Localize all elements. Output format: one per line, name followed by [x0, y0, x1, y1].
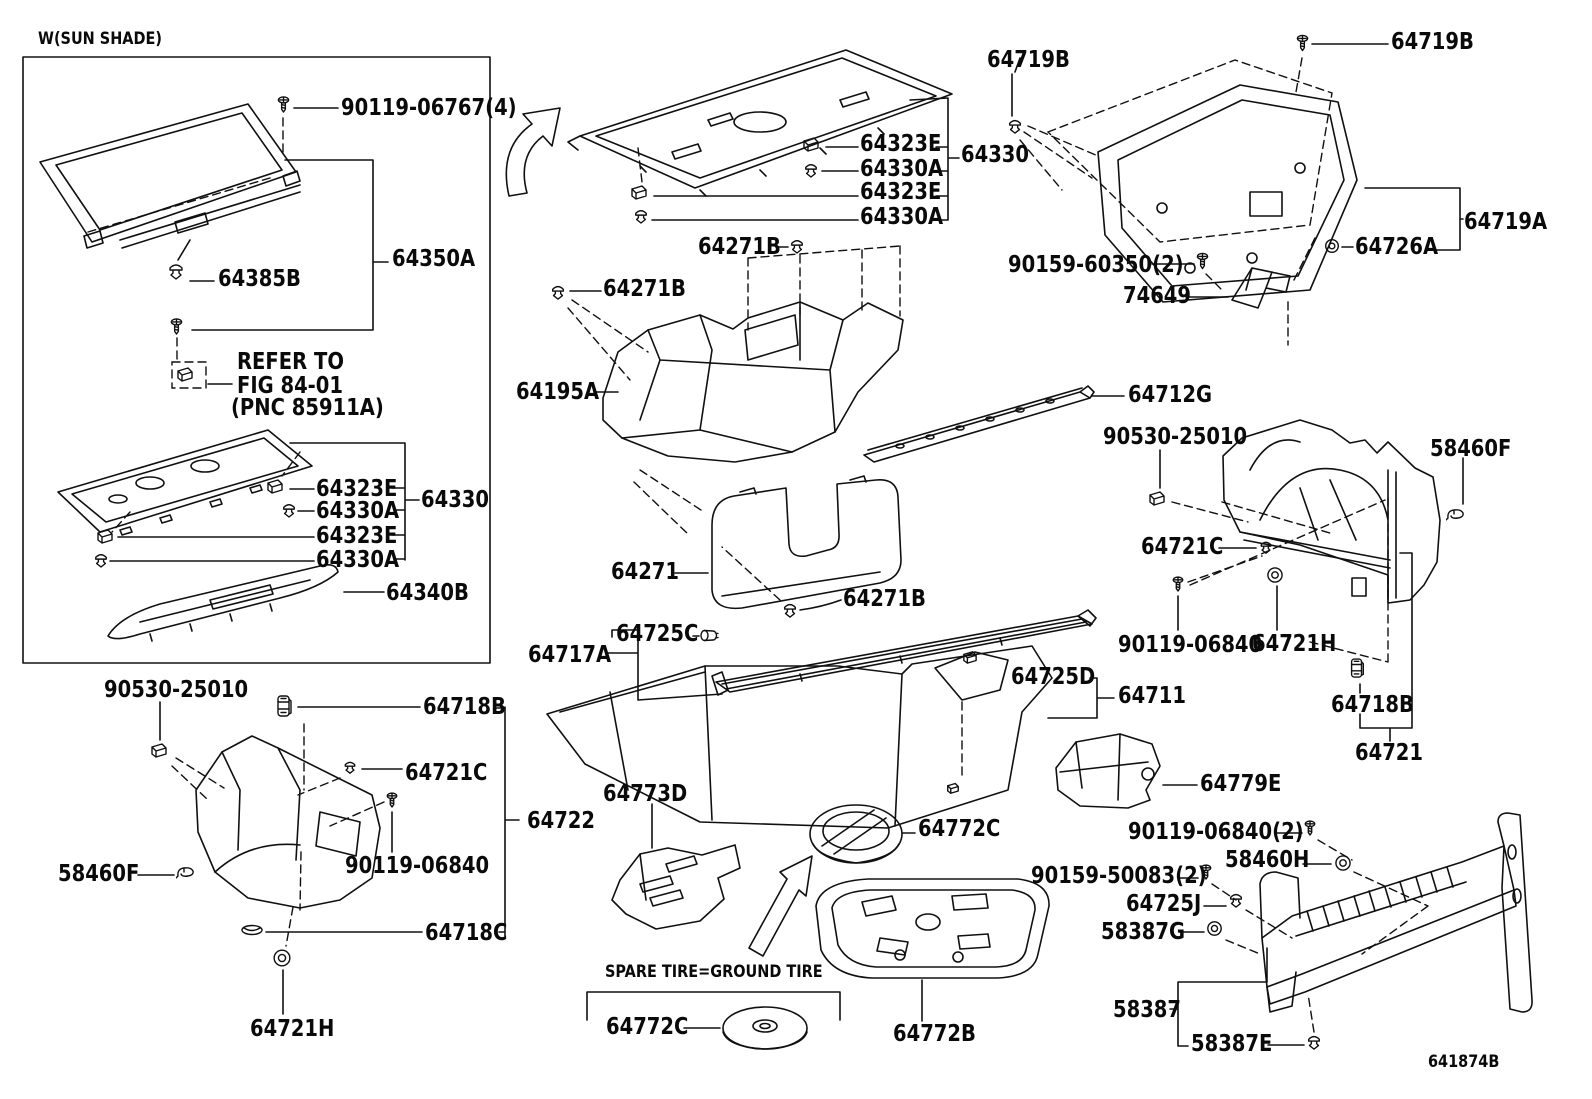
- forward-arrow-icon: [506, 108, 560, 196]
- part-label-90119-06840: 90119-06840: [345, 853, 490, 879]
- spare-spacer-ring-drawing: [810, 805, 915, 863]
- sunshade-drawing: [40, 96, 388, 388]
- figure-number: 641874B: [1428, 1052, 1500, 1072]
- part-label-64721c: 64721C: [1141, 534, 1224, 560]
- up-arrow-icon: [749, 856, 812, 956]
- part-label-64323e: 64323E: [316, 476, 398, 502]
- part-label-74649: 74649: [1123, 283, 1192, 309]
- back-panel-trim-drawing: [1170, 813, 1532, 1050]
- sunshade-variant-note: W(SUN SHADE): [38, 29, 162, 49]
- trunk-lid-trim-drawing: [1008, 34, 1463, 345]
- spare-tire-cover-drawing: [816, 879, 1049, 1021]
- part-label-64722: 64722: [527, 808, 596, 834]
- part-label-64385b: 64385B: [218, 266, 301, 292]
- part-label-58387e: 58387E: [1191, 1031, 1273, 1057]
- floor-mat-drawing: [547, 646, 1114, 828]
- part-label-64773d: 64773D: [603, 781, 688, 807]
- partition-cover-drawing: [634, 470, 901, 618]
- part-label-64719b: 64719B: [987, 47, 1070, 73]
- part-label-90530-25010: 90530-25010: [1103, 424, 1248, 450]
- part-label-64330a: 64330A: [316, 498, 400, 524]
- right-quarter-trim-drawing: [1149, 420, 1464, 741]
- spare-tire-note-bracket: [587, 992, 840, 1049]
- part-label-64712g: 64712G: [1128, 382, 1213, 408]
- part-label-64271b: 64271B: [698, 234, 781, 260]
- part-label-64772b: 64772B: [893, 1021, 976, 1047]
- part-label-64772c: 64772C: [606, 1014, 689, 1040]
- part-label-64718c: 64718C: [425, 920, 508, 946]
- part-label-58460f: 58460F: [1430, 436, 1512, 462]
- part-label-90530-25010: 90530-25010: [104, 677, 249, 703]
- part-label-64725j: 64725J: [1126, 891, 1202, 917]
- sill-garnish-drawing: [606, 610, 1096, 700]
- shelf-strip-drawing: [864, 386, 1124, 462]
- part-label-64721h: 64721H: [1252, 631, 1337, 657]
- part-label-64330a: 64330A: [860, 204, 944, 230]
- part-label-58460f: 58460F: [58, 861, 140, 887]
- part-label-64195a: 64195A: [516, 379, 600, 405]
- part-label-64725c: 64725C: [616, 621, 699, 647]
- package-tray-drawing: [568, 50, 959, 224]
- part-label-64330a: 64330A: [316, 547, 400, 573]
- part-label-90119-06840: 90119-06840: [1118, 632, 1263, 658]
- refer-note-line1: REFER TO: [237, 349, 344, 375]
- part-label-64717a: 64717A: [528, 642, 612, 668]
- part-label-64330a: 64330A: [860, 156, 944, 182]
- part-label-64323e: 64323E: [316, 523, 398, 549]
- part-label-64721c: 64721C: [405, 760, 488, 786]
- part-label-58387: 58387: [1113, 997, 1182, 1023]
- part-label-64719b: 64719B: [1391, 29, 1474, 55]
- part-label-64350a: 64350A: [392, 246, 476, 272]
- part-label-58460h: 58460H: [1225, 847, 1310, 873]
- part-label-58387g: 58387G: [1101, 919, 1186, 945]
- left-quarter-trim-drawing: [138, 695, 519, 1014]
- part-label-64271: 64271: [611, 559, 680, 585]
- package-tray-box-drawing: [58, 430, 419, 641]
- part-label-64719a: 64719A: [1464, 209, 1548, 235]
- part-label-64726a: 64726A: [1355, 234, 1439, 260]
- part-label-64323e: 64323E: [860, 131, 942, 157]
- part-label-90119-06840-2: 90119-06840(2): [1128, 819, 1304, 845]
- part-label-64330: 64330: [961, 142, 1030, 168]
- part-label-64711: 64711: [1118, 683, 1187, 709]
- part-label-64271b: 64271B: [603, 276, 686, 302]
- tool-tray-drawing: [612, 804, 740, 929]
- part-label-64323e: 64323E: [860, 179, 942, 205]
- part-label-64772c: 64772C: [918, 816, 1001, 842]
- part-label-64725d: 64725D: [1011, 664, 1096, 690]
- part-label-90159-60350-2: 90159-60350(2): [1008, 252, 1184, 278]
- refer-note-line3: (PNC 85911A): [231, 395, 384, 421]
- part-label-64271b: 64271B: [843, 586, 926, 612]
- part-label-64718b: 64718B: [423, 694, 506, 720]
- jack-cover-drawing: [1056, 734, 1197, 808]
- spare-tire-note: SPARE TIRE=GROUND TIRE: [605, 962, 823, 982]
- part-label-64721: 64721: [1355, 740, 1424, 766]
- part-label-64779e: 64779E: [1200, 771, 1282, 797]
- part-label-64721h: 64721H: [250, 1016, 335, 1042]
- partition-pad-drawing: [551, 240, 903, 462]
- part-label-64340b: 64340B: [386, 580, 469, 606]
- part-label-90159-50083-2: 90159-50083(2): [1031, 863, 1207, 889]
- part-label-64718b: 64718B: [1331, 692, 1414, 718]
- part-label-90119-06767-4: 90119-06767(4): [341, 95, 517, 121]
- refer-note-line2: FIG 84-01: [237, 373, 344, 399]
- part-label-64330: 64330: [421, 487, 490, 513]
- sunshade-box: [23, 57, 490, 663]
